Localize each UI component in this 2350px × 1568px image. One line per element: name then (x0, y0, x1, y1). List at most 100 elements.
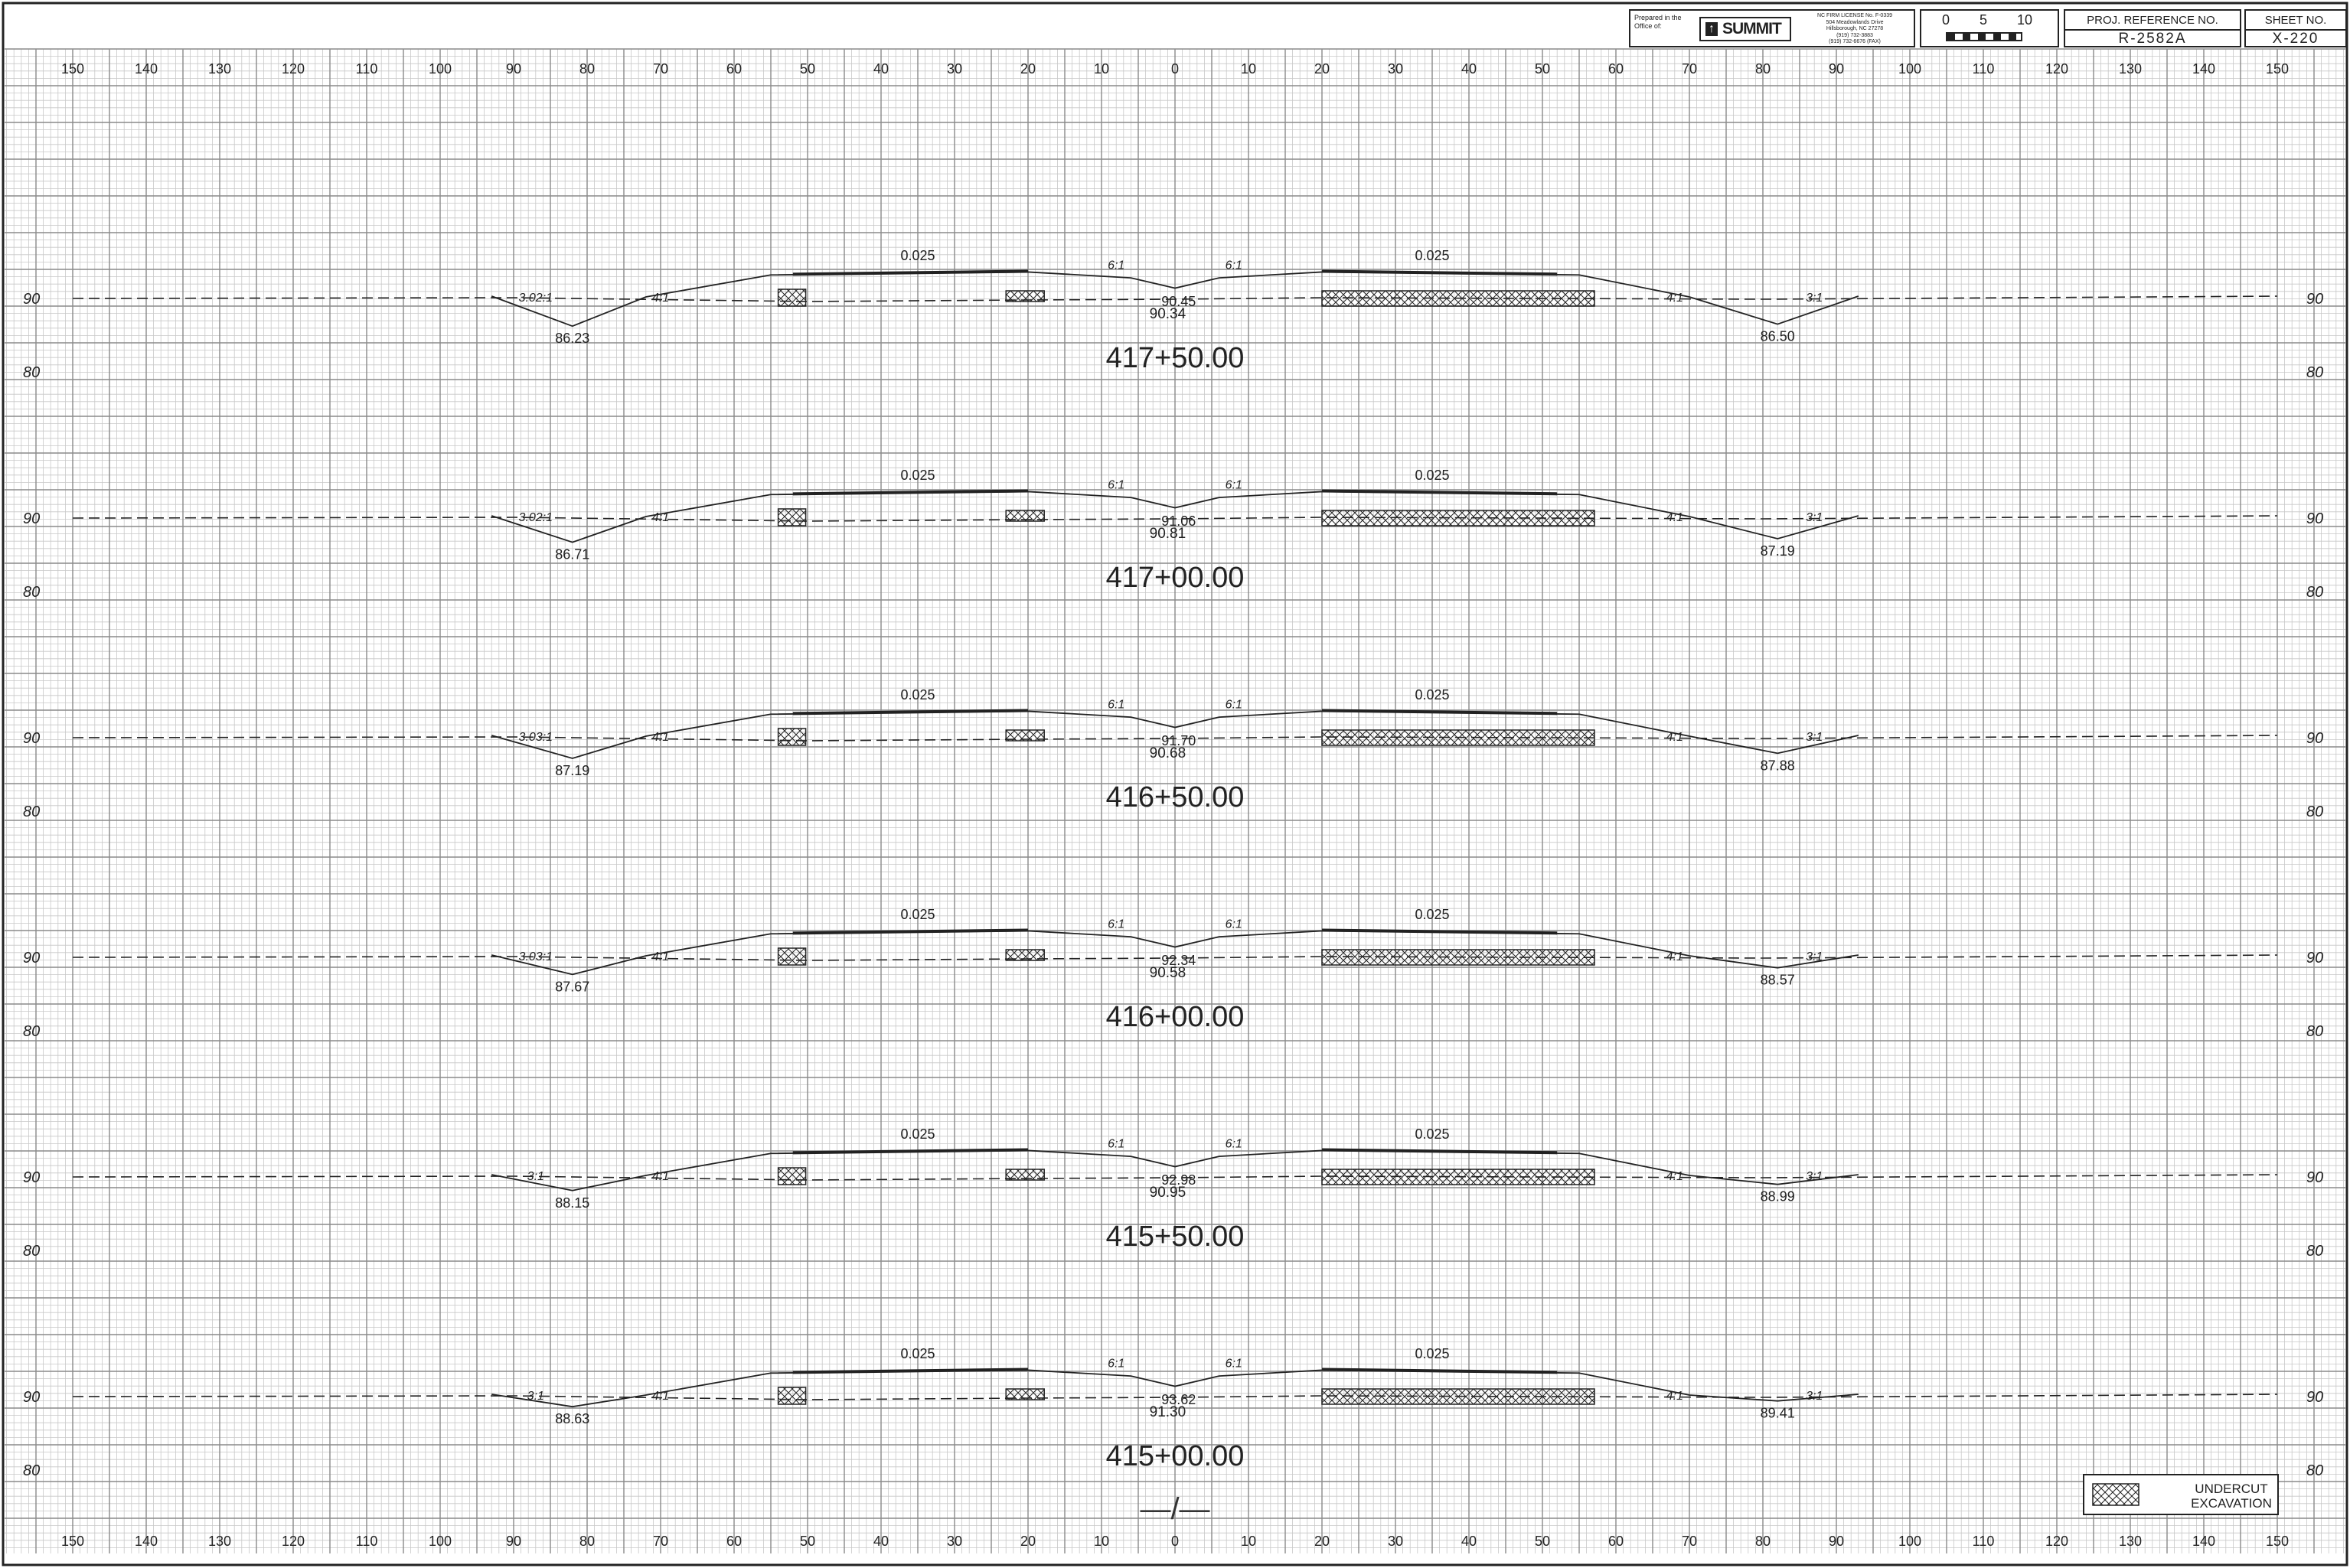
license-line: (919) 732-3883 (1836, 32, 1873, 38)
offset-label: 40 (1461, 61, 1477, 77)
pavement-layer (792, 1148, 1558, 1155)
slope-ratio-label: 4:1 (1666, 511, 1683, 524)
center-elevation-grade: 91.06 (1161, 513, 1196, 529)
offset-label: 30 (947, 61, 962, 77)
elevation-label: 80 (2306, 1462, 2323, 1479)
slope-ratio-label: 3:1 (1806, 731, 1823, 744)
offset-label: 130 (208, 1534, 231, 1549)
pavement-layer (792, 489, 1558, 496)
slope-ratio-label: 3:1 (1806, 1390, 1823, 1403)
elevation-label: 90 (23, 730, 40, 747)
slope-ratio-label: 3:1 (1806, 950, 1823, 963)
elevation-label: 90 (2306, 1169, 2323, 1186)
undercut-area (1005, 290, 1045, 302)
undercut-area (777, 508, 807, 526)
slope-ratio-label: 4:1 (1666, 292, 1683, 305)
slope-ratio-label: 6:1 (1108, 259, 1124, 272)
offset-label: 80 (1755, 1534, 1771, 1549)
center-elevation-grade: 90.45 (1161, 294, 1196, 309)
undercut-area (1321, 1169, 1595, 1185)
sheet-no-label: SHEET NO. (2264, 14, 2327, 27)
proposed-template-line (491, 491, 1859, 543)
offset-label: 90 (1829, 61, 1844, 77)
elevation-label: 80 (2306, 1243, 2323, 1260)
offset-label: 10 (1094, 61, 1109, 77)
offset-label: 70 (653, 61, 668, 77)
offset-label: 150 (2266, 1534, 2289, 1549)
ditch-elevation-left: 88.15 (555, 1195, 589, 1211)
slope-ratio-label: 3:1 (1806, 511, 1823, 524)
undercut-hatch-swatch (2092, 1483, 2139, 1506)
legend: UNDERCUT EXCAVATION (2083, 1474, 2279, 1515)
elevation-label: 80 (23, 584, 40, 601)
offset-label: 80 (1755, 61, 1771, 77)
slope-ratio-label: 4:1 (1666, 1170, 1683, 1183)
ditch-elevation-left: 87.67 (555, 979, 589, 994)
offset-label: 120 (2045, 61, 2068, 77)
undercut-area (1005, 1169, 1045, 1181)
slope-ratio-label: 6:1 (1108, 918, 1124, 931)
elevation-label: 90 (23, 510, 40, 527)
station-label: 416+50.00 (1106, 781, 1245, 813)
offset-label: 90 (506, 1534, 521, 1549)
elevation-label: 80 (23, 1243, 40, 1260)
slope-ratio-label: 4:1 (652, 1170, 669, 1183)
offset-label: 130 (2119, 1534, 2142, 1549)
title-block-firm: Prepared in the Office of: ↑ SUMMIT NC F… (1629, 9, 1915, 47)
scale-label-5: 5 (1980, 12, 1988, 28)
pavement-layer (792, 269, 1558, 276)
proposed-template-line (491, 271, 1859, 328)
elevation-label: 80 (2306, 1023, 2323, 1040)
offset-label: 40 (873, 61, 889, 77)
slope-ratio-label: 6:1 (1226, 1138, 1242, 1151)
offset-label: 60 (1608, 61, 1624, 77)
slope-ratio-label: 3.03:1 (519, 950, 553, 963)
offset-label: 100 (429, 61, 452, 77)
license-line: (919) 732-6676 (FAX) (1829, 39, 1881, 44)
slope-ratio-label: 4:1 (1666, 1390, 1683, 1403)
cross-slope-label: 0.025 (1415, 248, 1449, 263)
ditch-elevation-right: 89.41 (1761, 1406, 1795, 1421)
slope-ratio-label: 4:1 (652, 1390, 669, 1403)
offset-label: 20 (1314, 1534, 1330, 1549)
elevation-label: 90 (2306, 730, 2323, 747)
cross-slope-label: 0.025 (1415, 907, 1449, 922)
center-elevation-grade: 93.62 (1161, 1392, 1196, 1407)
firm-license-block: NC FIRM LICENSE No. F-0339 504 Meadowlan… (1797, 13, 1912, 46)
undercut-area (1321, 729, 1595, 746)
offset-label: 110 (1973, 61, 1995, 77)
slope-ratio-label: 3:1 (527, 1390, 544, 1403)
slope-ratio-label: 6:1 (1108, 1358, 1124, 1371)
prepared-line-2: Office of: (1634, 22, 1662, 30)
proj-ref-value: R-2582A (2118, 31, 2187, 47)
ditch-elevation-left: 88.63 (555, 1411, 589, 1426)
undercut-area (1321, 1388, 1595, 1405)
offset-label: 40 (1461, 1534, 1477, 1549)
station-label: 415+00.00 (1106, 1440, 1245, 1472)
offset-label: 90 (1829, 1534, 1844, 1549)
ditch-elevation-right: 88.99 (1761, 1189, 1795, 1205)
center-elevation-grade: 92.34 (1161, 953, 1196, 968)
cross-slope-label: 0.025 (900, 687, 935, 703)
offset-label: 110 (356, 1534, 378, 1549)
elevation-label: 90 (2306, 1389, 2323, 1406)
elevation-label: 90 (23, 950, 40, 967)
offset-label: 30 (947, 1534, 962, 1549)
ditch-elevation-left: 86.23 (555, 331, 589, 346)
undercut-area (1005, 949, 1045, 961)
sheet-number-box: SHEET NO. X-220 (2244, 9, 2347, 47)
elevation-label: 90 (23, 291, 40, 308)
offset-label: 120 (282, 1534, 305, 1549)
ditch-elevation-left: 86.71 (555, 547, 589, 562)
offset-label: 70 (1682, 1534, 1697, 1549)
station-label: 416+00.00 (1106, 1001, 1245, 1033)
ditch-elevation-left: 87.19 (555, 763, 589, 778)
center-elevation: 90.58 (1150, 965, 1186, 981)
offset-label: 140 (2192, 61, 2215, 77)
company-name: SUMMIT (1722, 20, 1782, 37)
